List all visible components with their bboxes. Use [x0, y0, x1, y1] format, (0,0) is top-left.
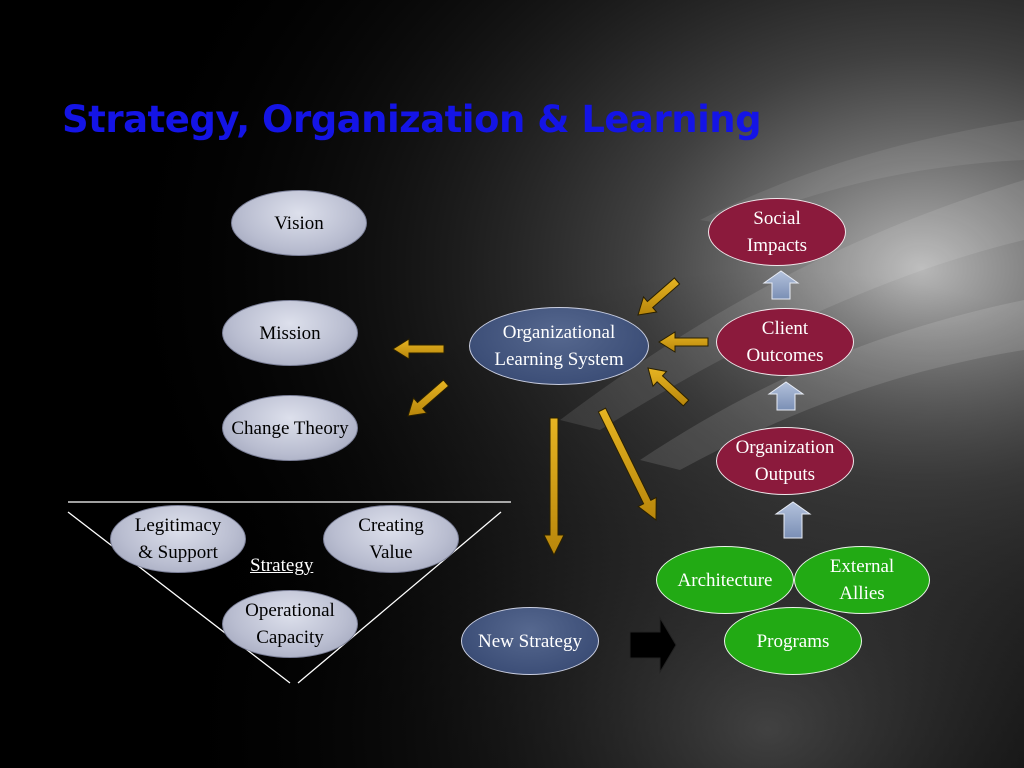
- triangle-left-line: [67, 511, 291, 684]
- legitimacy-label-line1: Legitimacy: [134, 515, 222, 536]
- operational-capacity-node: Operational Capacity: [222, 590, 358, 658]
- vision-label: Vision: [274, 212, 324, 234]
- new-strategy-node: New Strategy: [461, 607, 599, 675]
- arrow-down-to-new-strategy: [543, 417, 565, 557]
- programs-label: Programs: [756, 630, 830, 652]
- learning-system-node: Organizational Learning System: [469, 307, 649, 385]
- mission-node: Mission: [222, 300, 358, 366]
- arrow-from-social-impacts: [637, 277, 681, 316]
- up-arrow-to-organization-outputs: [774, 501, 812, 539]
- creating-value-label-line2: Value: [369, 542, 413, 563]
- organization-outputs-node: Organization Outputs: [716, 427, 854, 495]
- arrow-diagonal-to-green: [597, 407, 657, 521]
- organization-outputs-label-line2: Outputs: [754, 464, 816, 485]
- new-strategy-label: New Strategy: [478, 630, 582, 652]
- client-outcomes-node: Client Outcomes: [716, 308, 854, 376]
- mission-label: Mission: [259, 322, 321, 344]
- social-impacts-label-line1: Social: [753, 208, 801, 229]
- strategy-label: Strategy: [250, 555, 314, 576]
- slide-title: Strategy, Organization & Learning: [62, 98, 762, 141]
- external-allies-label-line1: External: [829, 556, 895, 577]
- client-outcomes-label-line1: Client: [761, 318, 809, 339]
- creating-value-node: Creating Value: [323, 505, 459, 573]
- learning-system-label-line2: Learning System: [494, 349, 624, 370]
- architecture-label: Architecture: [677, 569, 773, 591]
- up-arrow-to-social-impacts: [762, 270, 800, 300]
- up-arrow-to-client-outcomes: [767, 381, 805, 411]
- creating-value-label-line1: Creating: [358, 515, 424, 536]
- change-theory-label: Change Theory: [231, 417, 349, 439]
- social-impacts-node: Social Impacts: [708, 198, 846, 266]
- triangle-right-line: [297, 511, 502, 684]
- external-allies-label-line2: Allies: [839, 583, 885, 604]
- architecture-node: Architecture: [656, 546, 794, 614]
- change-theory-node: Change Theory: [222, 395, 358, 461]
- arrow-from-client-outcomes: [658, 331, 709, 353]
- vision-node: Vision: [231, 190, 367, 256]
- learning-system-label-line1: Organizational: [502, 322, 616, 343]
- arrow-from-organization-outputs: [647, 367, 690, 407]
- external-allies-node: External Allies: [794, 546, 930, 614]
- arrow-to-mission: [392, 338, 445, 360]
- operational-capacity-label-line1: Operational: [245, 600, 335, 621]
- social-impacts-label-line2: Impacts: [746, 235, 808, 256]
- arrow-to-change-theory: [407, 379, 450, 417]
- legitimacy-support-node: Legitimacy & Support: [110, 505, 246, 573]
- organization-outputs-label-line1: Organization: [735, 437, 835, 458]
- operational-capacity-label-line2: Capacity: [256, 627, 324, 648]
- black-block-arrow: [629, 616, 677, 674]
- client-outcomes-label-line2: Outcomes: [746, 345, 824, 366]
- programs-node: Programs: [724, 607, 862, 675]
- legitimacy-label-line2: & Support: [138, 542, 218, 563]
